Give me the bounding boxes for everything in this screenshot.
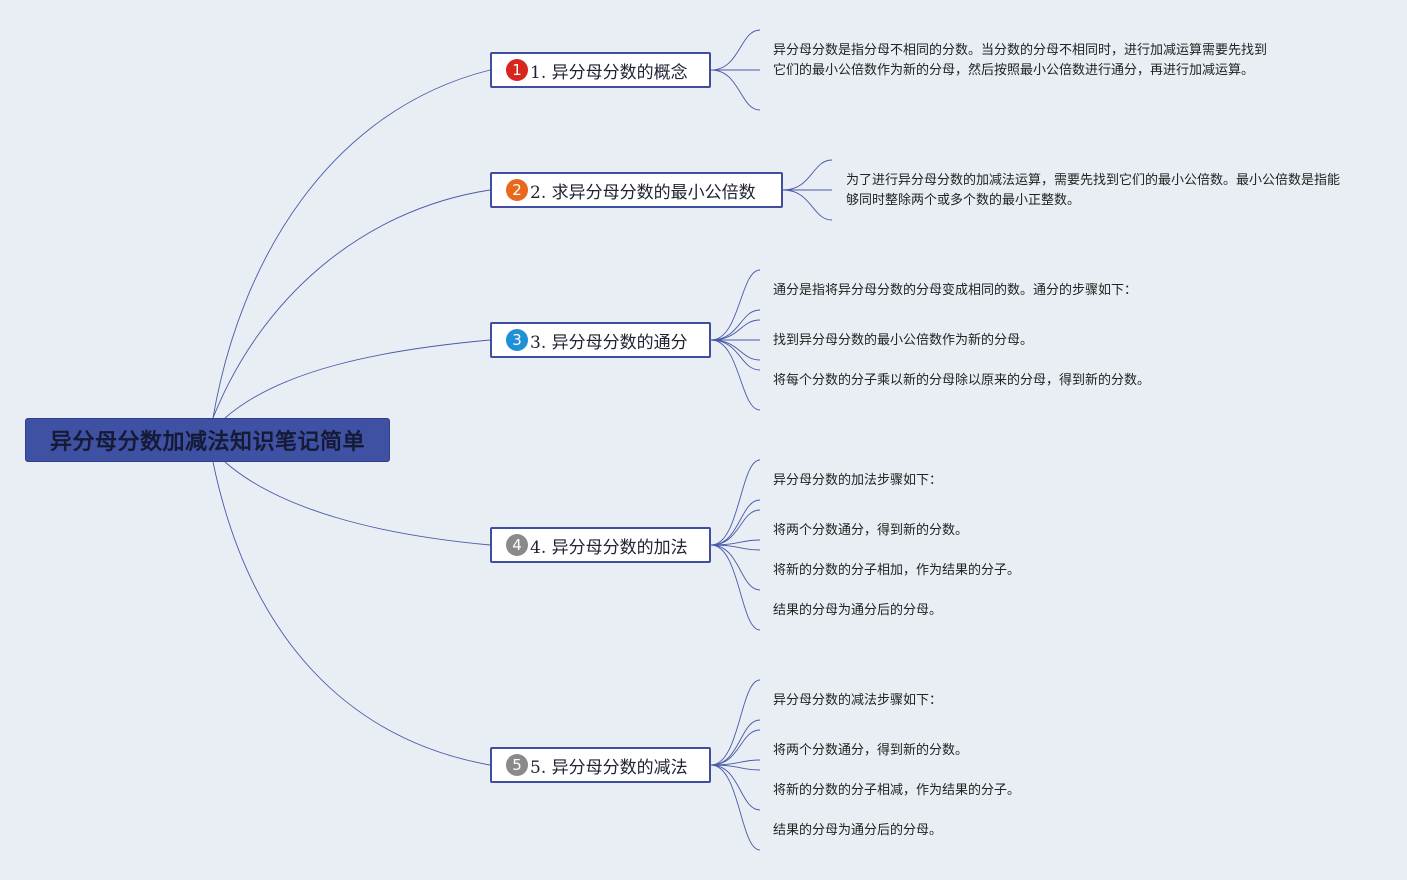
- topic-3-note-2[interactable]: 找到异分母分数的最小公倍数作为新的分母。: [773, 331, 1034, 351]
- topic-2-note-1[interactable]: 为了进行异分母分数的加减法运算，需要先找到它们的最小公倍数。最小公倍数是指能够同…: [846, 171, 1344, 211]
- topic-3-note-3[interactable]: 将每个分数的分子乘以新的分母除以原来的分母，得到新的分数。: [773, 371, 1151, 391]
- topic-4-note-2[interactable]: 将两个分数通分，得到新的分数。: [773, 521, 969, 541]
- topic-2-label: 2. 求异分母分数的最小公倍数: [530, 182, 756, 203]
- root-topic[interactable]: 异分母分数加减法知识笔记简单: [25, 418, 390, 462]
- priority-1-icon: 1: [506, 59, 528, 81]
- link-root-topic-5: [212, 461, 491, 766]
- topic-4[interactable]: 4 4. 异分母分数的加法: [490, 527, 711, 563]
- priority-5-icon: 5: [506, 754, 528, 776]
- topic-4-note-4[interactable]: 结果的分母为通分后的分母。: [773, 601, 943, 621]
- topic-3[interactable]: 3 3. 异分母分数的通分: [490, 322, 711, 358]
- topic-1[interactable]: 1 1. 异分母分数的概念: [490, 52, 711, 88]
- link-root-topic-2: [212, 189, 491, 419]
- topic-3-note-1[interactable]: 通分是指将异分母分数的分母变成相同的数。通分的步骤如下：: [773, 281, 1138, 301]
- topic-1-label: 1. 异分母分数的概念: [530, 62, 688, 83]
- topic-5-note-1[interactable]: 异分母分数的减法步骤如下：: [773, 691, 943, 711]
- link-root-topic-1: [212, 69, 491, 419]
- priority-4-icon: 4: [506, 534, 528, 556]
- topic-5-label: 5. 异分母分数的减法: [530, 757, 688, 778]
- link-root-topic-3: [224, 339, 491, 419]
- topic-4-note-3[interactable]: 将新的分数的分子相加，作为结果的分子。: [773, 561, 1021, 581]
- topic-5-note-2[interactable]: 将两个分数通分，得到新的分数。: [773, 741, 969, 761]
- priority-2-icon: 2: [506, 179, 528, 201]
- link-root-topic-4: [224, 461, 491, 546]
- topic-5-note-3[interactable]: 将新的分数的分子相减，作为结果的分子。: [773, 781, 1021, 801]
- topic-5[interactable]: 5 5. 异分母分数的减法: [490, 747, 711, 783]
- topic-5-note-4[interactable]: 结果的分母为通分后的分母。: [773, 821, 943, 841]
- root-title: 异分母分数加减法知识笔记简单: [49, 430, 365, 455]
- topic-2[interactable]: 2 2. 求异分母分数的最小公倍数: [490, 172, 783, 208]
- priority-3-icon: 3: [506, 329, 528, 351]
- topic-4-label: 4. 异分母分数的加法: [530, 537, 688, 558]
- topic-3-label: 3. 异分母分数的通分: [530, 332, 688, 353]
- topic-4-note-1[interactable]: 异分母分数的加法步骤如下：: [773, 471, 943, 491]
- topic-1-note-1[interactable]: 异分母分数是指分母不相同的分数。当分数的分母不相同时，进行加减运算需要先找到它们…: [773, 41, 1273, 81]
